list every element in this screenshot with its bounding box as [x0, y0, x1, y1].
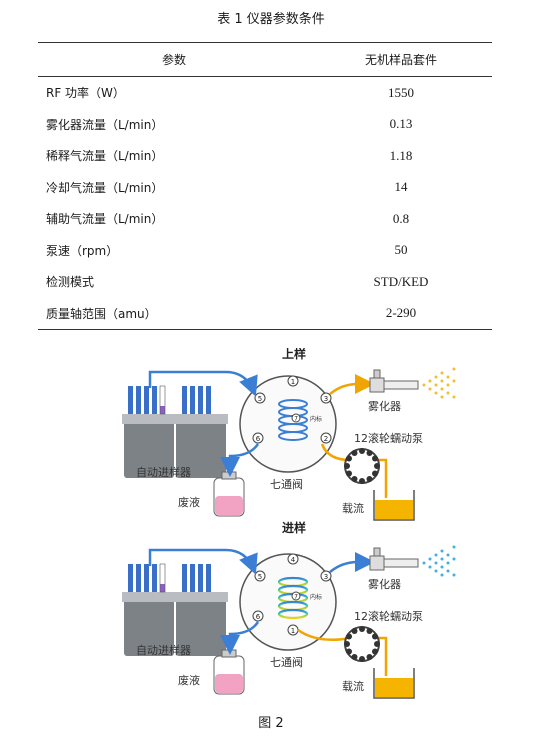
table-row: 质量轴范围（amu） 2-290: [38, 298, 492, 330]
table-row: 检测模式 STD/KED: [38, 266, 492, 298]
header-param: 参数: [161, 53, 186, 67]
param-cell: 辅助气流量（L/min）: [46, 212, 164, 227]
spray-top: [422, 367, 456, 399]
autosampler-top: [122, 385, 228, 478]
port-label: 1: [291, 627, 295, 635]
valve-flow-diagram: 上样 自动进样器 废液: [122, 348, 456, 699]
valve-label-top: 七通阀: [270, 477, 303, 491]
carrier-beaker-top: [373, 490, 415, 521]
nebulizer-label-top: 雾化器: [368, 399, 401, 413]
value-cell: 14: [394, 179, 408, 195]
port-label: 4: [291, 556, 296, 564]
parameter-table: 参数 无机样品套件 RF 功率（W）1550 雾化器流量（L/min）0.13 …: [38, 42, 492, 330]
table-caption: 表 1 仪器参数条件: [217, 12, 325, 27]
bottom-panel: 进样 自动进样器 废液: [122, 520, 456, 699]
peristaltic-pump-top: [344, 448, 380, 484]
sample-line-top: [148, 370, 258, 397]
port-label: 2: [324, 435, 328, 443]
waste-label-top: 废液: [178, 495, 200, 509]
param-cell: 冷却气流量（L/min）: [46, 180, 164, 195]
value-cell: 1550: [388, 84, 414, 100]
param-cell: 稀释气流量（L/min）: [46, 149, 164, 164]
pump-label-top: 12滚轮蠕动泵: [354, 431, 423, 445]
port-label: 7: [294, 416, 298, 423]
table-row: 冷却气流量（L/min） 14: [38, 172, 492, 204]
nebulizer-label-bottom: 雾化器: [368, 577, 401, 591]
bottom-title: 进样: [282, 520, 306, 535]
value-cell: 0.13: [389, 116, 413, 132]
param-cell: RF 功率（W）: [46, 86, 125, 101]
loop-label-top: 内标: [310, 415, 322, 423]
param-cell: 雾化器流量（L/min）: [46, 117, 164, 132]
port-label: 7: [294, 594, 298, 601]
nebulizer-line-top: [329, 374, 375, 395]
table-row: 泵速（rpm） 50: [38, 235, 492, 267]
loop-label-bottom: 内标: [310, 593, 322, 601]
figure-caption: 图 2: [258, 716, 284, 731]
top-title: 上样: [282, 348, 306, 361]
nebulizer-line-bottom: [329, 552, 375, 573]
carrier-label-bottom: 载流: [342, 679, 364, 693]
valve-label-bottom: 七通阀: [270, 655, 303, 669]
header-value: 无机样品套件: [364, 53, 437, 67]
port-label: 5: [258, 573, 262, 581]
port-label: 6: [256, 435, 261, 443]
port-label: 5: [258, 395, 262, 403]
port-label: 6: [256, 613, 261, 621]
param-cell: 质量轴范围（amu）: [46, 306, 157, 321]
pump-label-bottom: 12滚轮蠕动泵: [354, 609, 423, 623]
port-label: 1: [291, 378, 295, 386]
table-row: 雾化器流量（L/min） 0.13: [38, 109, 492, 141]
value-cell: 50: [394, 242, 408, 258]
waste-line-top: [220, 443, 260, 477]
waste-label-bottom: 废液: [178, 673, 200, 687]
carrier-label-top: 载流: [342, 501, 364, 515]
param-cell: 检测模式: [46, 275, 95, 290]
waste-bottle-top: [213, 471, 245, 517]
peristaltic-pump-bottom: [344, 626, 380, 662]
value-cell: 1.18: [389, 147, 413, 163]
top-panel: 上样 自动进样器 废液: [122, 348, 456, 521]
table-header-row: 参数 无机样品套件: [38, 42, 492, 77]
nebulizer-top: [369, 369, 419, 393]
waste-bottle-bottom: [213, 649, 245, 695]
value-cell: STD/KED: [373, 273, 429, 289]
autosampler-bottom: [122, 563, 228, 656]
autosampler-label-top: 自动进样器: [136, 465, 191, 479]
carrier-beaker-bottom: [373, 668, 415, 699]
value-cell: 2-290: [385, 305, 417, 321]
sample-line-bottom: [148, 548, 258, 575]
table-row: 稀释气流量（L/min） 1.18: [38, 140, 492, 172]
param-cell: 泵速（rpm）: [46, 243, 119, 258]
waste-line-bottom: [220, 621, 260, 655]
table-row: 辅助气流量（L/min） 0.8: [38, 203, 492, 235]
port-label: 3: [324, 395, 328, 403]
table-row: RF 功率（W） 1550: [38, 77, 492, 109]
port-label: 3: [324, 573, 328, 581]
spray-bottom: [422, 545, 456, 577]
value-cell: 0.8: [392, 210, 410, 226]
autosampler-label-bottom: 自动进样器: [136, 643, 191, 657]
nebulizer-bottom: [369, 547, 419, 571]
